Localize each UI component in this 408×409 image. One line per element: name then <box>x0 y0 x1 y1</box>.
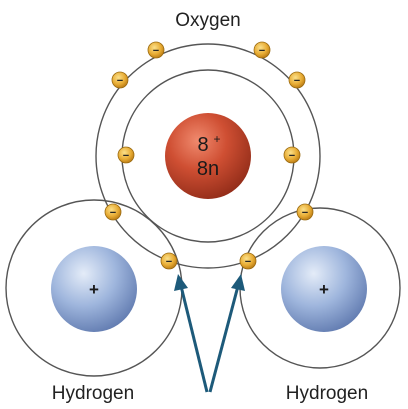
electron-oxygen-outer-2: − <box>253 41 271 59</box>
electron-oxygen-outer-8: − <box>296 203 314 221</box>
electron-charge-sign: − <box>117 75 123 87</box>
electron-charge-sign: − <box>259 45 265 57</box>
svg-text:+: + <box>213 132 220 146</box>
hydrogen-left-proton: + <box>89 280 99 299</box>
electron-oxygen-outer-1: − <box>147 41 165 59</box>
electron-shared-right-10: − <box>239 252 257 270</box>
electron-charge-sign: − <box>289 150 295 162</box>
hydrogen-right-proton: + <box>319 280 329 299</box>
oxygen-charge-sign: + <box>213 132 220 146</box>
electron-oxygen-inner-6: − <box>283 146 301 164</box>
electron-charge-sign: − <box>153 45 159 57</box>
electrons: − − − − − − − − − − <box>104 41 314 270</box>
oxygen-nucleus: 8 + 8n <box>165 113 251 199</box>
electron-charge-sign: − <box>123 150 129 162</box>
arrow-right-head <box>231 274 245 291</box>
oxygen-neutron-count: 8n <box>197 158 219 180</box>
svg-text:Hydrogen: Hydrogen <box>286 383 368 404</box>
svg-text:Hydrogen: Hydrogen <box>52 383 134 404</box>
arrow-right-shaft <box>208 285 240 393</box>
svg-text:+: + <box>319 280 329 299</box>
electron-charge-sign: − <box>294 75 300 87</box>
electron-oxygen-outer-4: − <box>288 71 306 89</box>
hydrogen-right-nucleus: + <box>281 246 367 332</box>
oxygen-outer-shell <box>95 43 321 269</box>
shared-electron-arrows <box>174 274 245 393</box>
oxygen-proton-count: 8 <box>197 134 208 156</box>
electron-charge-sign: − <box>110 207 116 219</box>
electron-charge-sign: − <box>166 256 172 268</box>
hydrogen-right-label: Hydrogen <box>286 383 368 404</box>
arrow-left-shaft <box>179 285 209 393</box>
svg-text:+: + <box>89 280 99 299</box>
svg-text:Oxygen: Oxygen <box>175 10 240 31</box>
electron-charge-sign: − <box>245 256 251 268</box>
electron-oxygen-outer-3: − <box>111 71 129 89</box>
electron-oxygen-inner-5: − <box>117 146 135 164</box>
arrow-left-head <box>174 274 188 291</box>
hydrogen-left-nucleus: + <box>51 246 137 332</box>
hydrogen-left-label: Hydrogen <box>52 383 134 404</box>
svg-text:8: 8 <box>197 134 208 156</box>
svg-text:8n: 8n <box>197 158 219 180</box>
electron-charge-sign: − <box>302 207 308 219</box>
electron-shared-left-9: − <box>160 252 178 270</box>
electron-oxygen-outer-7: − <box>104 203 122 221</box>
oxygen-label: Oxygen <box>175 10 240 31</box>
